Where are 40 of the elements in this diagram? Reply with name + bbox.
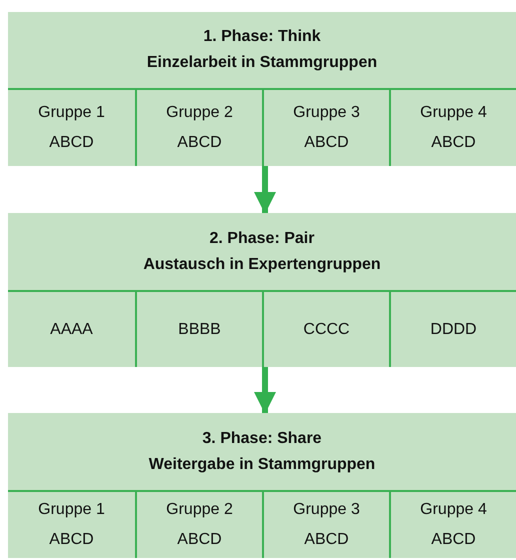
phase-subtitle: Einzelarbeit in Stammgruppen <box>146 53 378 73</box>
cell-text: Gruppe 3 <box>293 103 360 123</box>
cell-text: BBBB <box>178 320 221 340</box>
cell-text: Gruppe 2 <box>166 500 233 520</box>
cell-text: CCCC <box>303 320 350 340</box>
cell-text: DDDD <box>430 320 477 340</box>
arrow <box>254 166 276 214</box>
group-cell <box>135 290 262 367</box>
phase-title: 1. Phase: Think <box>203 27 321 47</box>
cell-text: ABCD <box>49 530 94 550</box>
group-cell <box>262 88 389 166</box>
phase-panel <box>8 12 516 166</box>
group-cell <box>262 290 389 367</box>
group-cell <box>389 88 516 166</box>
cell-text: ABCD <box>49 133 94 153</box>
cell-text: ABCD <box>177 530 222 550</box>
phase-subtitle: Weitergabe in Stammgruppen <box>148 454 376 474</box>
cell-text: ABCD <box>177 133 222 153</box>
phase-title: 3. Phase: Share <box>202 428 322 448</box>
cell-text: Gruppe 1 <box>38 500 105 520</box>
arrow <box>254 367 276 414</box>
cell-text: Gruppe 4 <box>420 500 487 520</box>
cell-text: AAAA <box>50 320 93 340</box>
phase-title: 2. Phase: Pair <box>210 228 314 248</box>
cell-text: Gruppe 3 <box>293 500 360 520</box>
cell-text: ABCD <box>304 133 349 153</box>
phase-panel <box>8 213 516 367</box>
group-cell <box>389 490 516 558</box>
phase-panel <box>8 413 516 558</box>
phase-subtitle: Austausch in Expertengruppen <box>143 254 381 274</box>
group-cell <box>389 290 516 367</box>
cell-text: Gruppe 2 <box>166 103 233 123</box>
group-cell <box>135 490 262 558</box>
group-cell <box>262 490 389 558</box>
group-cell <box>135 88 262 166</box>
cell-text: Gruppe 4 <box>420 103 487 123</box>
cell-text: ABCD <box>431 530 476 550</box>
cell-text: ABCD <box>304 530 349 550</box>
cell-text: Gruppe 1 <box>38 103 105 123</box>
cell-text: ABCD <box>431 133 476 153</box>
